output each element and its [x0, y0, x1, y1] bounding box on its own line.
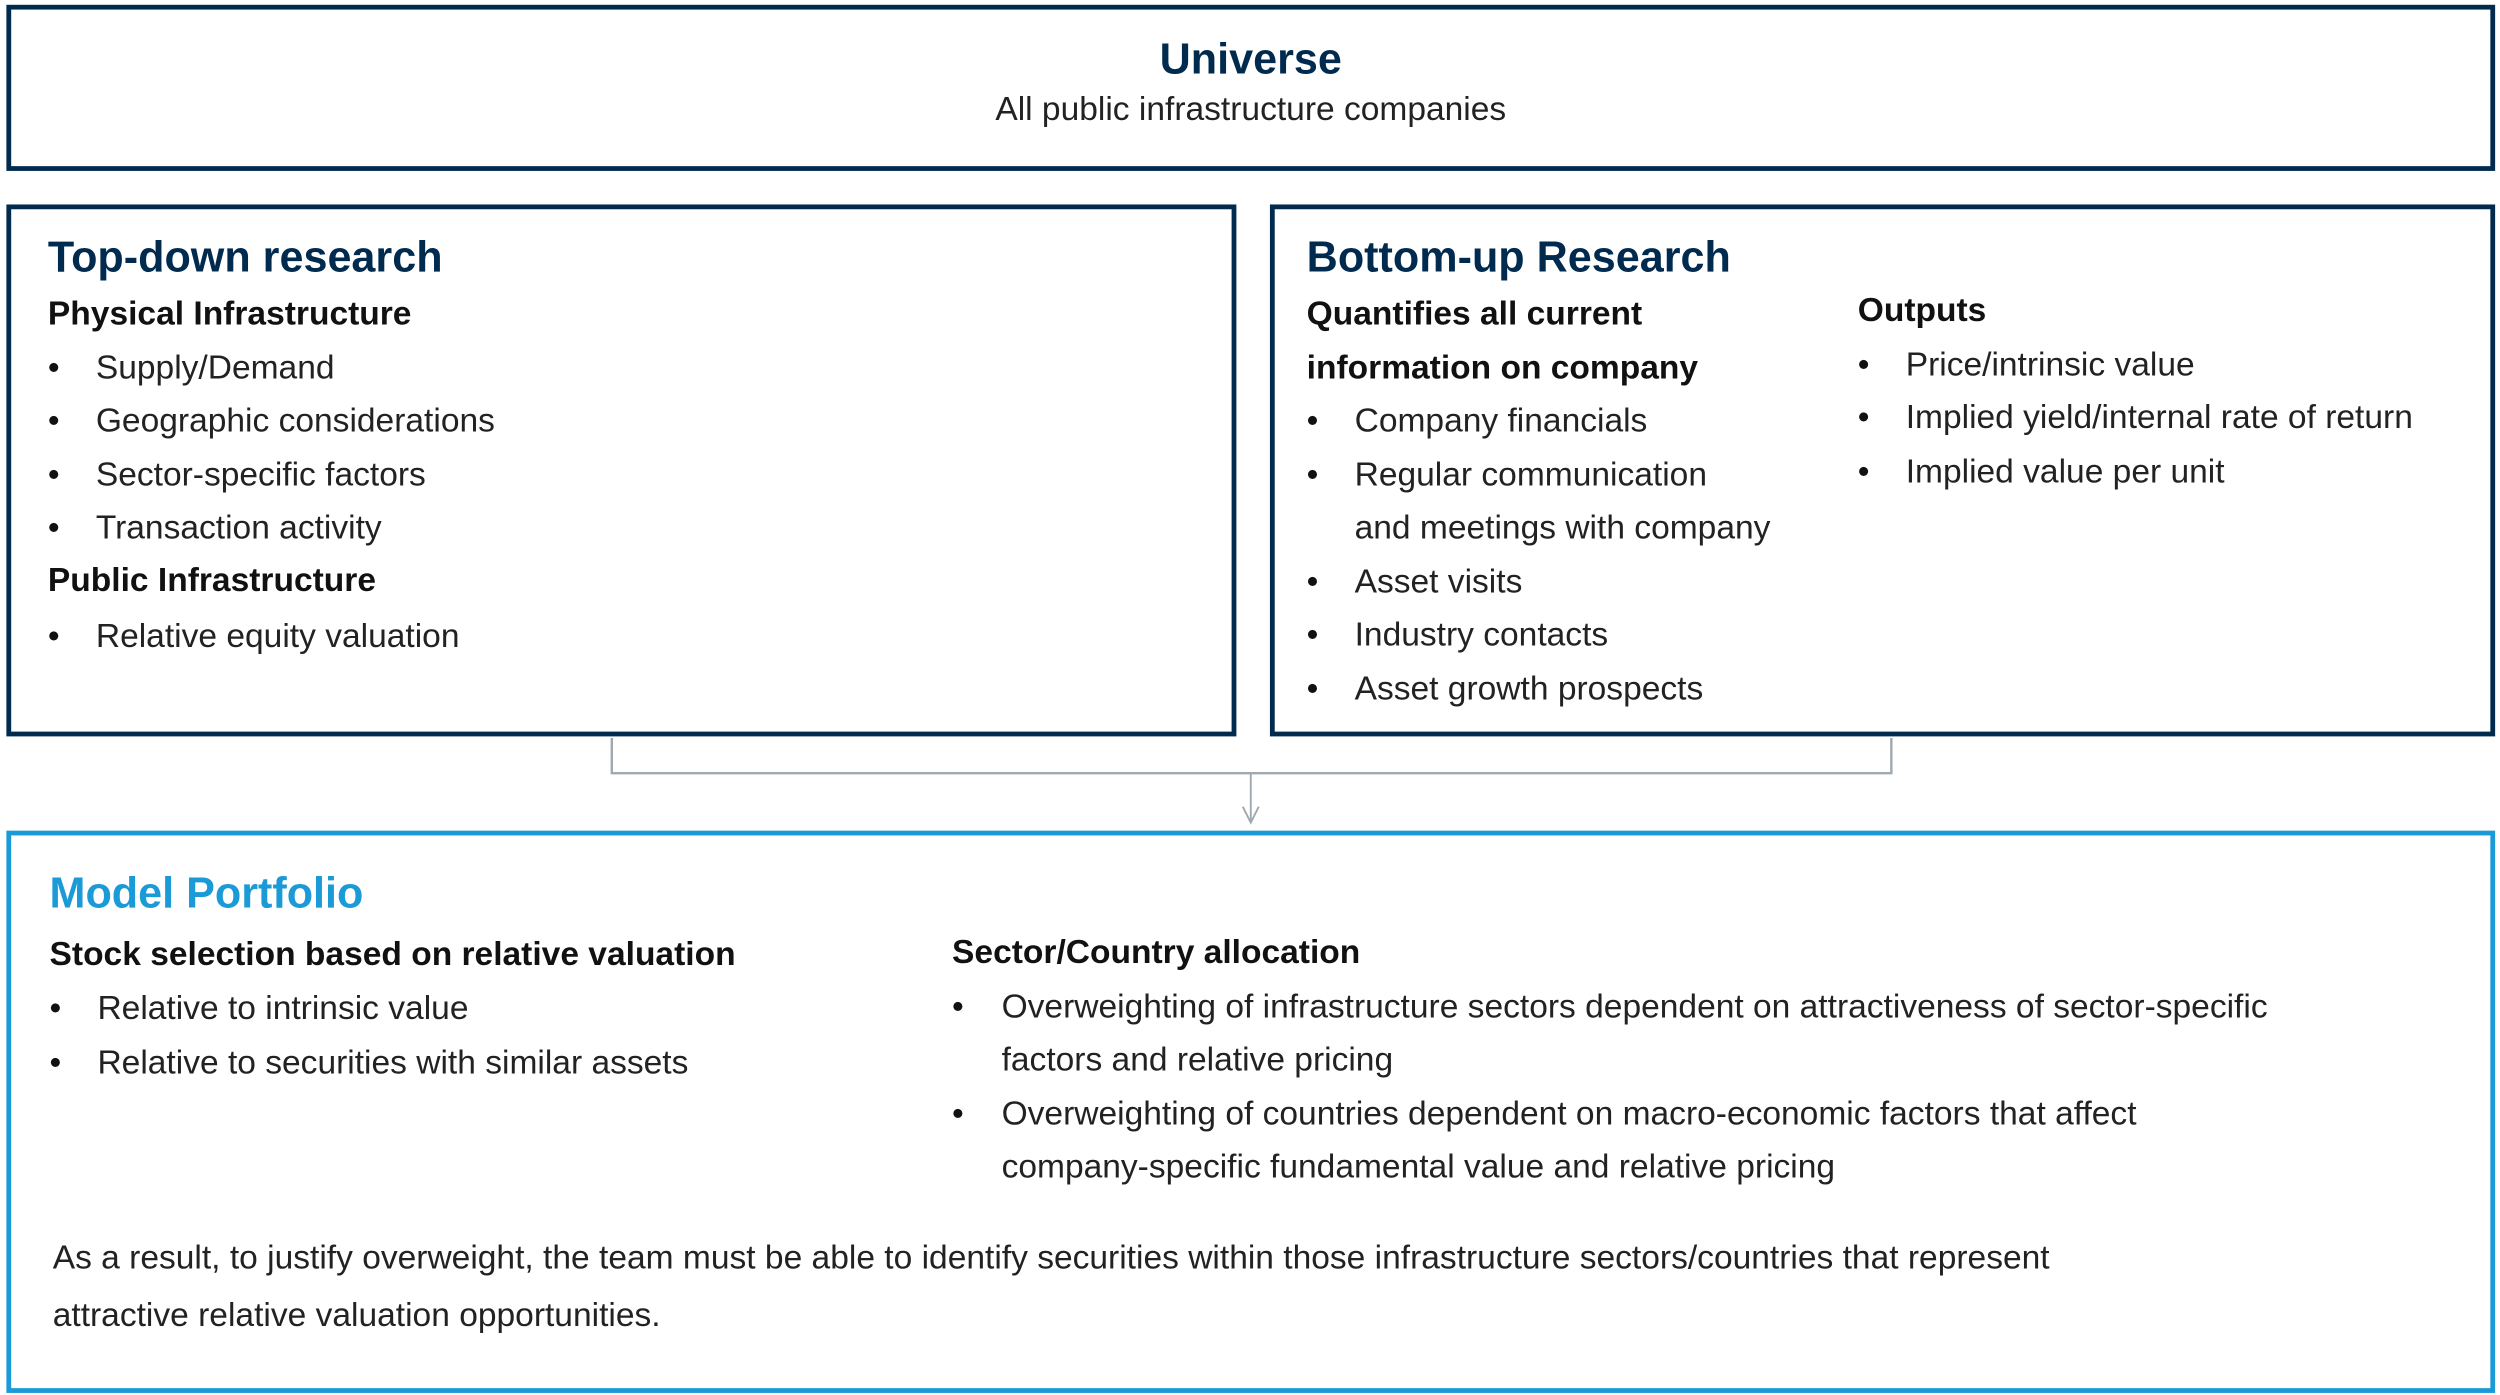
- bullet: •: [1306, 402, 1319, 440]
- bottom-up-box: Bottom-up Research Quantifies all curren…: [1269, 204, 2496, 737]
- bullet: •: [47, 509, 60, 547]
- bullet: •: [1306, 456, 1319, 494]
- bullet: •: [1857, 453, 1870, 491]
- list-item: Overweighting of infrastructure sectors …: [1001, 988, 2268, 1026]
- bullet: •: [47, 402, 60, 440]
- model-title: Model Portfolio: [49, 868, 364, 917]
- conclusion-line-2: attractive relative valuation opportunit…: [52, 1297, 661, 1334]
- list-item: Supply/Demand: [95, 349, 335, 387]
- list-item-continued: and meetings with company: [1354, 509, 1771, 547]
- public-heading: Public Infrastructure: [47, 562, 377, 600]
- universe-title: Universe: [1159, 35, 1342, 84]
- list-item: Asset growth prospects: [1354, 670, 1704, 708]
- bullet: •: [1306, 616, 1319, 654]
- quant-heading-1: Quantifies all current: [1306, 295, 1643, 333]
- conclusion-line-1: As a result, to justify overweight, the …: [52, 1239, 2050, 1277]
- list-item: Price/intrinsic value: [1905, 346, 2195, 384]
- top-down-title: Top-down research: [47, 233, 443, 282]
- bullet: •: [1857, 399, 1870, 437]
- bullet: •: [952, 988, 964, 1026]
- bullet: •: [1857, 346, 1870, 384]
- bullet: •: [47, 349, 60, 387]
- bullet: •: [952, 1095, 964, 1133]
- list-item: Transaction activity: [95, 509, 382, 547]
- outputs-heading: Outputs: [1857, 292, 1987, 330]
- bullet: •: [49, 1044, 62, 1082]
- physical-heading: Physical Infrastructure: [47, 295, 412, 333]
- stock-heading: Stock selection based on relative valuat…: [49, 936, 736, 973]
- arrow-head-icon: [1241, 806, 1260, 825]
- list-item: Relative to intrinsic value: [97, 990, 469, 1028]
- sector-heading: Sector/Country allocation: [952, 934, 1361, 972]
- quant-heading-2: information on company: [1306, 349, 1699, 387]
- connector-line: [610, 737, 1893, 775]
- bullet: •: [1306, 670, 1319, 708]
- universe-box: Universe All public infrastructure compa…: [6, 4, 2496, 171]
- list-item-continued: factors and relative pricing: [1001, 1041, 1394, 1079]
- list-item: Relative to securities with similar asse…: [97, 1044, 689, 1082]
- list-item: Relative equity valuation: [95, 618, 460, 655]
- list-item: Sector-specific factors: [95, 456, 426, 494]
- list-item: Geographic considerations: [95, 402, 495, 440]
- bottom-up-title: Bottom-up Research: [1306, 233, 1731, 282]
- bullet: •: [49, 990, 62, 1028]
- list-item: Regular communication: [1354, 456, 1707, 494]
- top-down-box: Top-down research Physical Infrastructur…: [6, 204, 1237, 737]
- list-item-continued: company-specific fundamental value and r…: [1001, 1148, 1836, 1186]
- list-item: Company financials: [1354, 402, 1648, 440]
- list-item: Overweighting of countries dependent on …: [1001, 1095, 2137, 1133]
- list-item: Industry contacts: [1354, 616, 1609, 654]
- list-item: Implied yield/internal rate of return: [1905, 399, 2413, 437]
- model-portfolio-box: Model Portfolio Stock selection based on…: [6, 830, 2496, 1393]
- list-item: Asset visits: [1354, 563, 1523, 601]
- list-item: Implied value per unit: [1905, 453, 2225, 491]
- bullet: •: [47, 456, 60, 494]
- bullet: •: [1306, 563, 1319, 601]
- universe-subtitle: All public infrastructure companies: [995, 91, 1507, 128]
- bullet: •: [47, 618, 60, 655]
